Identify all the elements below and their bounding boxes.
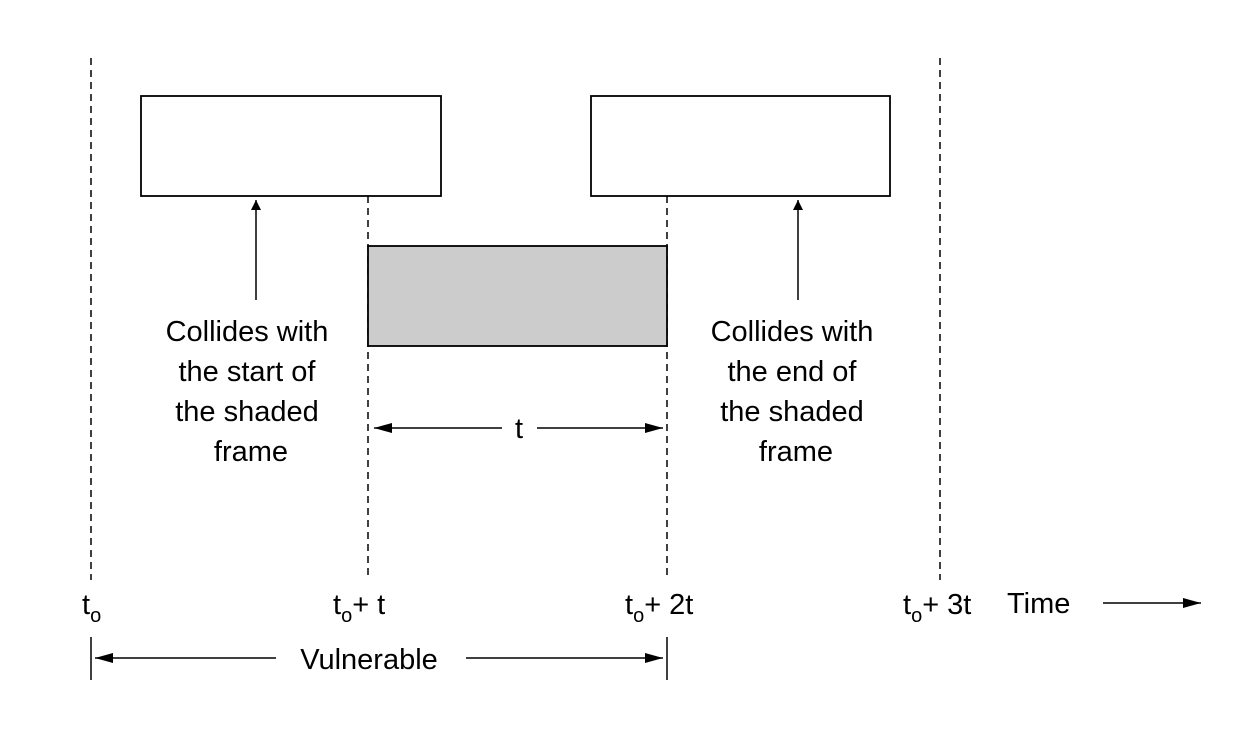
right-caption-line: frame xyxy=(759,436,833,468)
right-caption-line: the end of xyxy=(727,356,857,388)
axis-label-t0: to xyxy=(82,589,101,627)
axis-label-t3-suffix: + 3t xyxy=(922,589,971,621)
axis-label-t2-base: t xyxy=(625,589,633,621)
axis-label-t3: to+ 3t xyxy=(903,589,971,627)
axis-label-t0-sub: o xyxy=(90,605,101,627)
axis-label-t1: to+ t xyxy=(333,589,385,627)
axis-label-t3-base: t xyxy=(903,589,911,621)
shaded-frame xyxy=(367,245,668,347)
colliding-frame-right xyxy=(590,95,891,197)
axis-label-t2-sub: o xyxy=(633,605,644,627)
left-caption-line: the start of xyxy=(178,356,316,388)
vulnerable-label: Vulnerable xyxy=(300,644,438,676)
axis-label-t1-suffix: + t xyxy=(352,589,385,621)
left-caption-line: the shaded xyxy=(175,396,319,428)
axis-label-t0-base: t xyxy=(82,589,90,621)
axis-label-t1-base: t xyxy=(333,589,341,621)
axis-label-t2: to+ 2t xyxy=(625,589,693,627)
axis-label-t1-sub: o xyxy=(341,605,352,627)
left-caption: Collides with the start of the shaded fr… xyxy=(166,316,337,468)
interval-label: t xyxy=(515,413,523,445)
axis-label-t3-sub: o xyxy=(911,605,922,627)
right-caption-line: Collides with xyxy=(711,316,874,348)
left-caption-line: frame xyxy=(214,436,288,468)
colliding-frame-left xyxy=(140,95,442,197)
time-label: Time xyxy=(1007,588,1070,620)
axis-label-t2-suffix: + 2t xyxy=(644,589,693,621)
left-caption-line: Collides with xyxy=(166,316,329,348)
right-caption: Collides with the end of the shaded fram… xyxy=(711,316,882,468)
right-caption-line: the shaded xyxy=(720,396,864,428)
